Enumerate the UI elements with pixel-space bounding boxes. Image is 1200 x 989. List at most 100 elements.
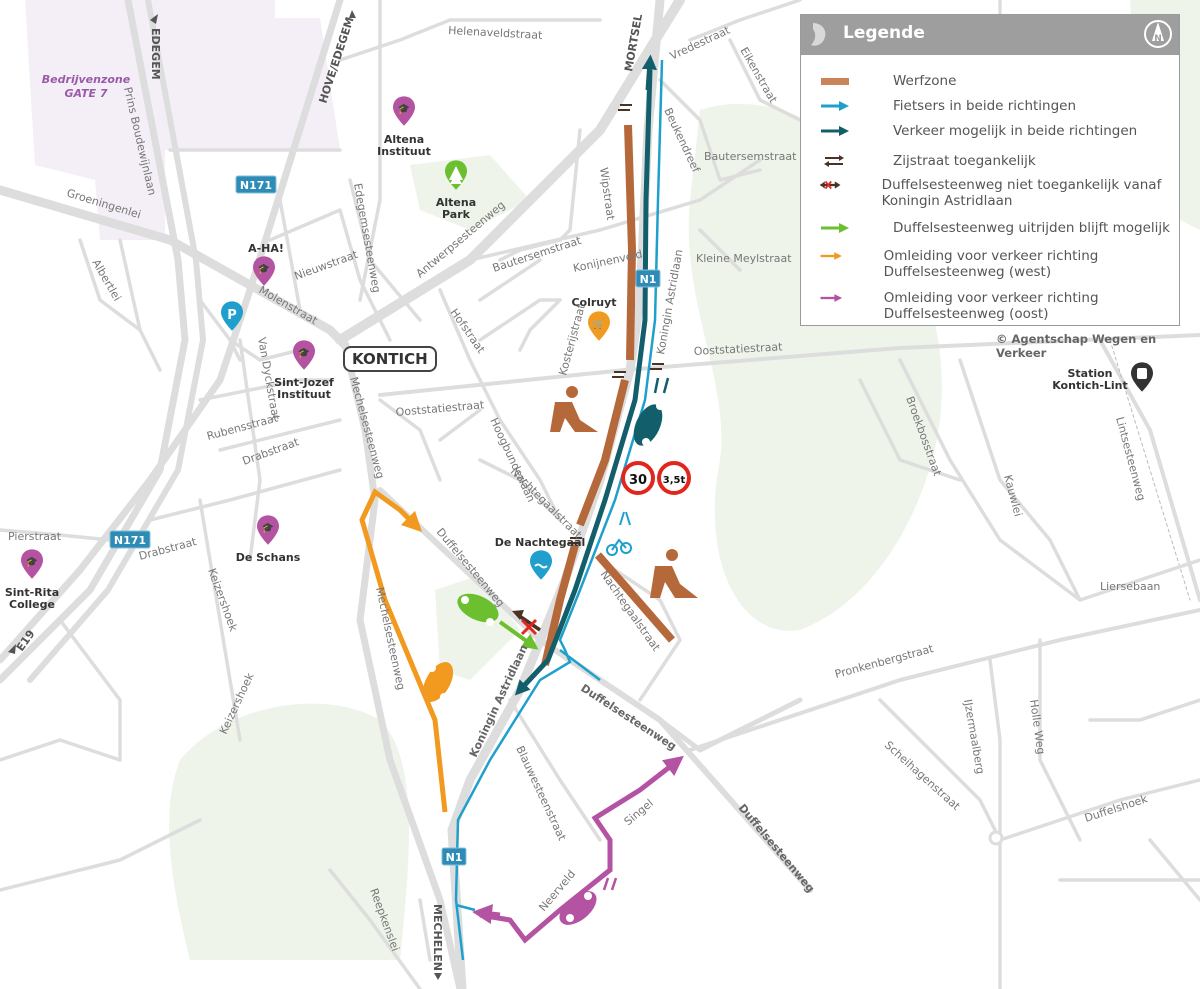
svg-text:Duffelshoek: Duffelshoek [1083,792,1150,825]
no-entry-marker [512,610,541,636]
poi-label: Sint-Jozef [274,376,334,389]
legend-item-detour-west: Omleiding voor verkeer richting Duffelse… [819,248,1179,280]
north-arrow-icon: N [1144,20,1172,48]
poi-label: A-HA! [248,242,284,255]
svg-text:Kauwlei: Kauwlei [1001,473,1025,518]
cyclist-branch [455,649,601,912]
direction-arrow [150,14,158,24]
side-street-accessible-icon [568,104,664,544]
svg-text:🎓: 🎓 [262,522,274,534]
road-badge-n171: N171 [235,175,277,194]
arrow-purple-icon [820,294,843,302]
business-zone-label: GATE 7 [65,87,108,100]
arrow-teal-icon [821,126,849,136]
svg-text:Keizershoek: Keizershoek [205,567,240,634]
legend-header: Legende N [801,15,1179,55]
exit-allowed-arrow [498,620,539,650]
detour-west [359,488,448,813]
svg-text:Duffelsesteenweg: Duffelsesteenweg [736,802,817,896]
copyright-notice: © Agentschap Wegen en Verkeer [996,332,1157,360]
direction-edegem: EDEGEM [149,28,162,80]
svg-text:Blauwesteenstraat: Blauwesteenstraat [513,744,569,843]
school-pin-sint-rita[interactable]: 🎓 [21,549,43,579]
werfzone [541,124,676,666]
school-pin-de-schans[interactable]: 🎓 [257,515,279,545]
town-label-kontich: KONTICH [343,346,437,372]
swim-pin-de-nachtegaal[interactable] [530,550,552,580]
direction-arrow [434,973,442,980]
parking-pin[interactable]: P [221,301,243,331]
svg-text:Helenaveldstraat: Helenaveldstraat [448,24,543,42]
poi-label: De Nachtegaal [495,536,586,549]
arrow-cyan-icon [821,101,849,111]
legend-item-traffic: Verkeer mogelijk in beide richtingen [819,123,1137,139]
svg-text:Nieuwstraat: Nieuwstraat [293,248,360,283]
school-pin-sint-jozef[interactable]: 🎓 [293,340,315,370]
poi-label: De Schans [236,551,301,564]
svg-text:Nachtegaalstraat: Nachtegaalstraat [508,465,585,542]
svg-text:🎓: 🎓 [298,347,310,359]
legend-item-cyclists: Fietsers in beide richtingen [819,98,1076,114]
poi-label: Altena [436,196,476,209]
legend-item-werfzone: Werfzone [819,73,956,89]
speed-limit-sign: 30 [621,461,655,495]
car-icon-detour-east [559,877,618,925]
traffic-route [514,69,653,696]
shop-pin-colruyt[interactable]: 🛒 [588,311,610,341]
weight-limit-sign: 3,5t [657,461,691,495]
construction-icon [650,549,698,598]
poi-label: College [9,598,55,611]
school-pin-altena[interactable]: 🎓 [393,96,415,126]
cyclist-route [454,59,664,961]
poi-label: Instituut [277,388,331,401]
train-station-pin[interactable] [1131,362,1153,392]
direction-arrow [349,10,356,18]
roundabout [988,830,1004,846]
legend-item-exit: Duffelsesteenweg uitrijden blijft mogeli… [819,220,1170,236]
flemish-lion-logo-icon [811,23,826,46]
car-icon-detour-west [422,662,454,702]
svg-text:N171: N171 [114,534,146,547]
arrow-orange-icon [820,252,842,260]
svg-text:Drabstraat: Drabstraat [241,435,302,468]
school-pin-aha[interactable]: 🎓 [253,256,275,286]
two-way-arrows-icon [824,155,844,167]
svg-text:Duffelsesteenweg: Duffelsesteenweg [578,682,678,753]
bicycle-icon [606,511,632,556]
poi-label: Altena [384,133,424,146]
svg-text:Ooststatiestraat: Ooststatiestraat [693,340,783,358]
svg-text:30: 30 [629,473,647,488]
legend-panel: Legende N Werfzone Fietsers in beide ric… [800,14,1180,326]
svg-text:Liersebaan: Liersebaan [1100,580,1160,593]
altena-park-area [410,155,530,230]
svg-text:Koningin Astridlaan: Koningin Astridlaan [654,248,685,355]
svg-text:Wipstraat: Wipstraat [597,167,617,222]
svg-text:🛒: 🛒 [593,317,605,330]
svg-text:Hofstraat: Hofstraat [448,306,488,356]
poi-label: Park [442,208,471,221]
svg-text:Kosterijstraat: Kosterijstraat [556,302,588,377]
no-entry-arrow-icon [820,180,841,190]
svg-text:N1: N1 [640,273,657,286]
svg-text:IJzermaalberg: IJzermaalberg [961,698,987,775]
svg-text:Singel: Singel [622,797,656,829]
poi-label: Kontich-Lint [1052,379,1128,392]
svg-text:N: N [1154,34,1162,44]
svg-text:🎓: 🎓 [26,556,38,568]
poi-label: Sint-Rita [5,586,59,599]
park-pin-altena[interactable] [445,160,467,190]
road-badge-n171: N171 [109,530,151,549]
poi-label: Instituut [377,145,431,158]
svg-text:3,5t: 3,5t [663,475,686,486]
business-zone-area [25,0,340,240]
car-icon-exit [457,593,499,626]
road-badge-n1: N1 [635,269,661,288]
svg-text:🎓: 🎓 [398,103,410,115]
construction-icon [550,386,598,432]
direction-mechelen: MECHELEN [431,904,444,971]
road-badge-n1: N1 [441,847,467,866]
business-zone-label: Bedrijvenzone [42,73,131,86]
legend-title: Legende [843,23,925,43]
poi-label: Station [1067,367,1112,380]
